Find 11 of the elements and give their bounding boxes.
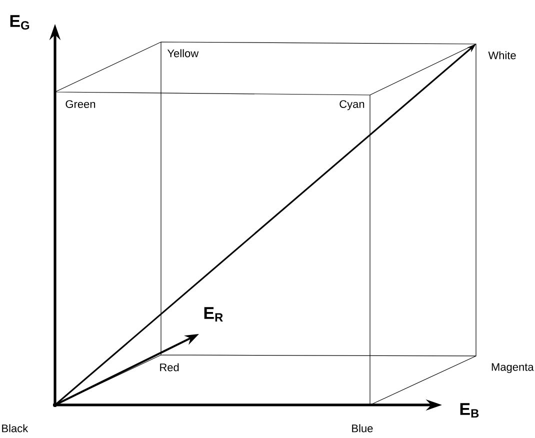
corner-label: Cyan — [340, 100, 364, 110]
corner-label: White — [488, 51, 516, 60]
axis-label: E$_{R}$ — [204, 307, 223, 322]
axis-label: E$_{G}$ — [10, 15, 30, 30]
corner-label: Yellow — [167, 49, 199, 58]
corner-label: Magenta — [492, 363, 534, 374]
corner-label: Black — [2, 424, 28, 432]
corner-label: Red — [160, 363, 179, 372]
corner-label: Green — [66, 100, 96, 108]
corner-label: Blue — [352, 424, 373, 432]
axis-label: E$_{B}$ — [460, 403, 479, 418]
